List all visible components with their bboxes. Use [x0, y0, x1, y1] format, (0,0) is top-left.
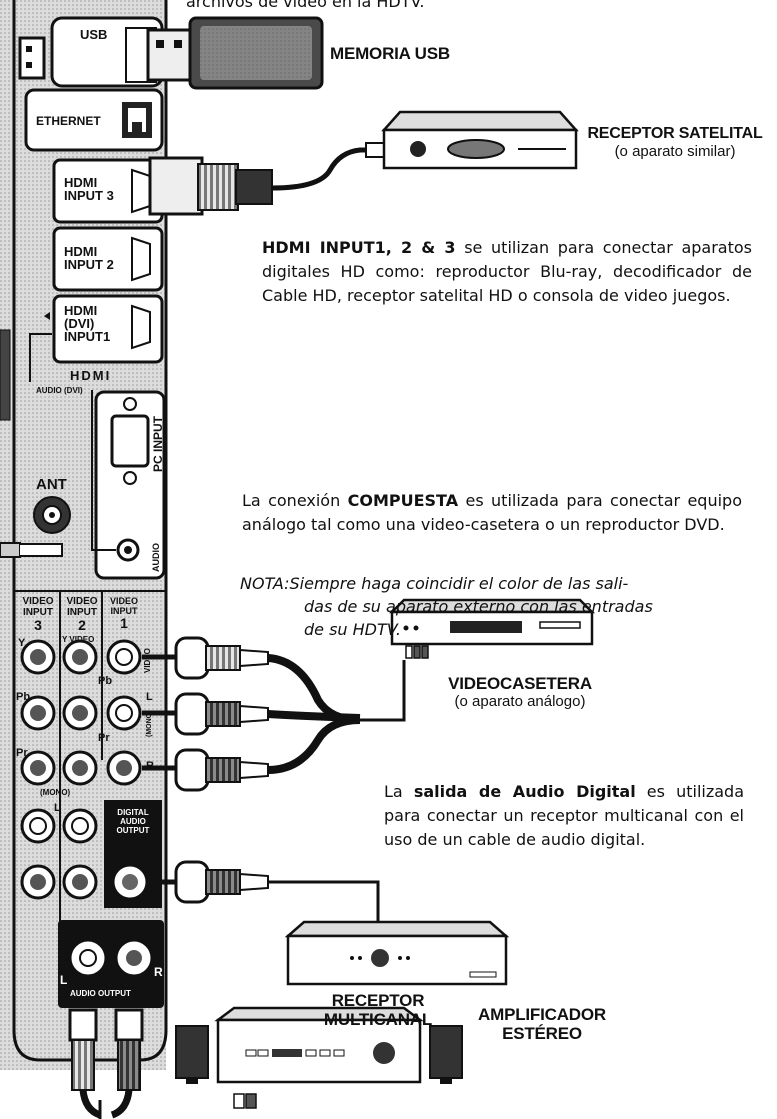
- hdmi-description-bold: HDMI INPUT1, 2 & 3: [262, 238, 456, 257]
- digital-audio-output-port: [104, 800, 162, 908]
- l-mono-label: L: [54, 802, 61, 814]
- y-video-label: Y VIDEO: [62, 635, 95, 644]
- note-line-2: das de su aparato externo con las entrad…: [304, 597, 653, 616]
- audio-output-label: AUDIO OUTPUT: [70, 989, 131, 998]
- digital-audio-cable: [146, 860, 380, 926]
- usb-label: USB: [80, 27, 108, 42]
- digital-audio-description-rest: es utilizada para conectar un receptor m…: [384, 782, 744, 849]
- hdmi-description-rest: se utilizan para conectar aparatos digit…: [262, 238, 753, 305]
- ethernet-port: [24, 88, 164, 152]
- audio-output-cables: [68, 1008, 144, 1119]
- vcr-subtitle: (o aparato análogo): [454, 693, 586, 710]
- l-label: L: [146, 691, 153, 703]
- composite-description-bold: COMPUESTA: [347, 491, 459, 510]
- vcr-title: VIDEOCASETERA (o aparato análogo): [410, 674, 630, 710]
- pb-label-3: Pb: [16, 691, 31, 703]
- vcr-name: VIDEOCASETERA: [448, 674, 592, 693]
- audio-output-r-label: R: [154, 965, 163, 979]
- digital-audio-description-pre: La: [384, 782, 414, 801]
- usb-port: [18, 16, 164, 88]
- pr-label-3: Pr: [16, 747, 28, 759]
- pb-label-2: Pb: [98, 675, 113, 687]
- rca-jacks: [20, 639, 142, 900]
- digital-audio-description: La salida de Audio Digital es utilizada …: [384, 780, 744, 852]
- audio-output-l-label: L: [60, 973, 68, 987]
- usb-memory-title: MEMORIA USB: [330, 44, 450, 63]
- pc-input-label: PC INPUT: [151, 415, 165, 472]
- composite-cables: [142, 636, 406, 792]
- y-label: Y: [18, 637, 26, 649]
- vcr-device: [388, 598, 596, 659]
- top-caption: archivos de video en la HDTV.: [186, 0, 425, 11]
- stereo-amplifier-device: [175, 1006, 463, 1109]
- digital-audio-description-bold: salida de Audio Digital: [413, 782, 636, 801]
- composite-description-rest: es utilizada para conectar equipo análog…: [242, 491, 742, 534]
- pr-label-2: Pr: [98, 732, 110, 744]
- note-line-1: Siempre haga coincidir el color de las s…: [289, 574, 629, 593]
- note-line-3: de su HDTV.: [304, 620, 401, 639]
- hdmi-description: HDMI INPUT1, 2 & 3 se utilizan para cone…: [262, 236, 752, 308]
- usb-memory-stick: [146, 16, 324, 90]
- satellite-receiver-device: [381, 110, 579, 170]
- pc-input-port: [94, 390, 166, 580]
- r-label: R: [146, 760, 154, 772]
- hdmi-logo: HDMI: [70, 368, 112, 383]
- satellite-receiver-title: RECEPTOR SATELITAL (o aparato similar): [580, 124, 770, 160]
- hdmi-ports: [29, 158, 164, 382]
- antenna-port: [0, 496, 71, 558]
- video-vert-label: VIDEO: [143, 648, 152, 673]
- hdmi-cable: [148, 142, 385, 216]
- note-label: NOTA:: [240, 574, 290, 593]
- multichannel-receiver-device: [284, 920, 510, 986]
- hdmi1-label: HDMI(DVI)INPUT1: [64, 303, 111, 344]
- ethernet-label: ETHERNET: [36, 114, 101, 128]
- mono-label: (MONO): [40, 788, 71, 797]
- composite-description-pre: La conexión: [242, 491, 348, 510]
- note-block: NOTA:Siempre haga coincidir el color de …: [240, 572, 750, 641]
- audio-label: AUDIO: [151, 543, 161, 572]
- satellite-receiver-name: RECEPTOR SATELITAL: [587, 125, 763, 142]
- audio-output-port: [58, 920, 164, 1008]
- ant-label: ANT: [36, 476, 67, 493]
- audio-dvi-label: AUDIO (DVI): [36, 386, 83, 395]
- composite-description: La conexión COMPUESTA es utilizada para …: [242, 489, 742, 537]
- satellite-receiver-subtitle: (o aparato similar): [614, 143, 736, 160]
- mono-vert-label: (MONO): [146, 710, 153, 737]
